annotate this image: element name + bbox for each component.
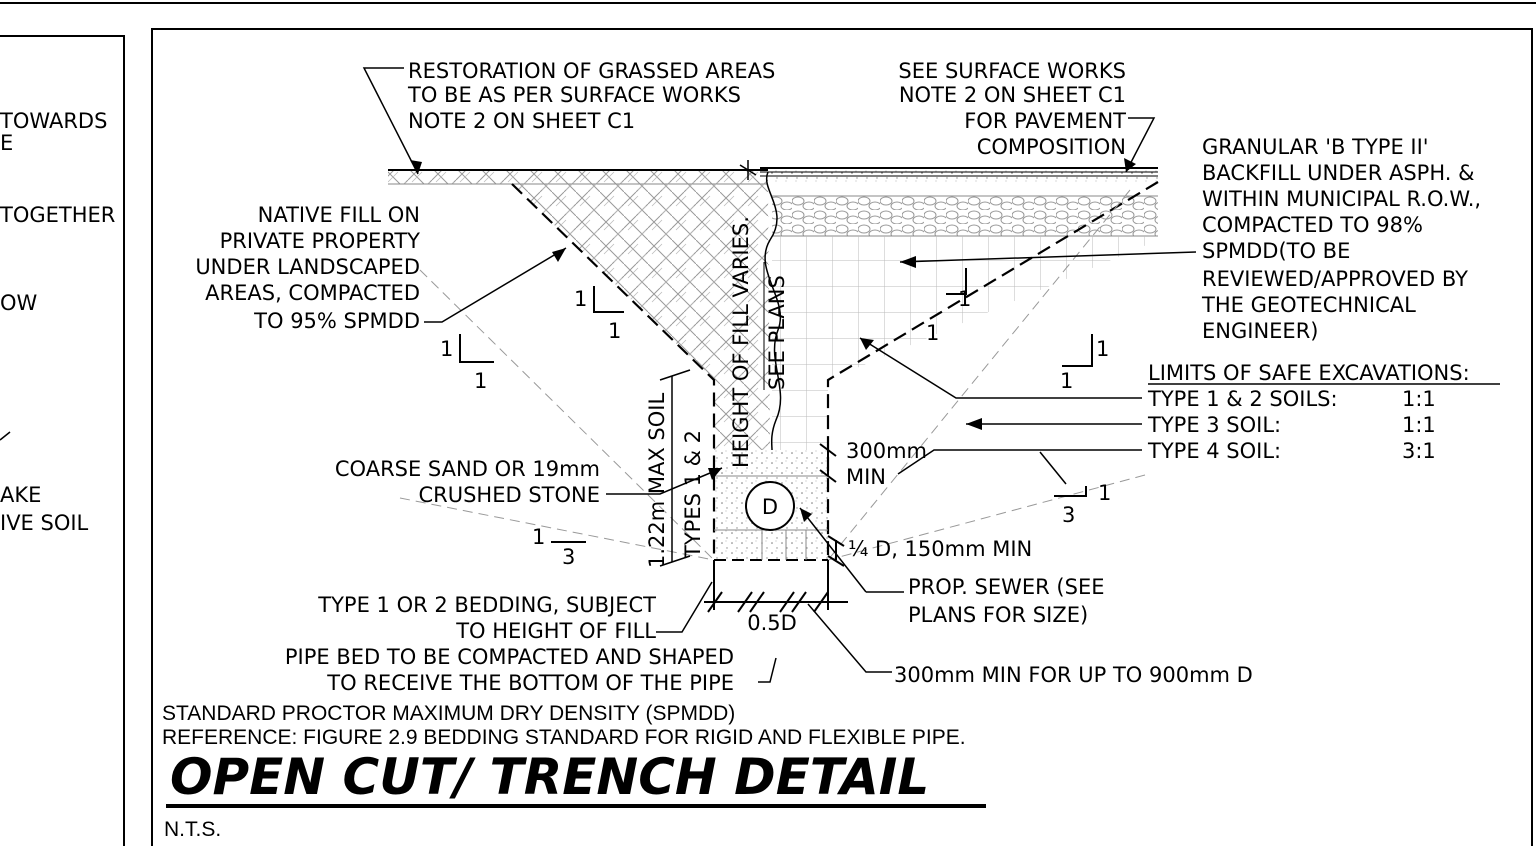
min-300-dimension	[819, 443, 845, 567]
granular-backfill-area	[772, 236, 1158, 450]
spmdd-note: STANDARD PROCTOR MAXIMUM DRY DENSITY (SP…	[162, 702, 735, 725]
svg-text:WITHIN MUNICIPAL R.O.W.,: WITHIN MUNICIPAL R.O.W.,	[1202, 187, 1481, 211]
leader-arrowheads	[410, 158, 1136, 522]
svg-text:PIPE BED TO BE COMPACTED AND S: PIPE BED TO BE COMPACTED AND SHAPED	[285, 645, 734, 669]
max-soil-label: 1.22m MAX SOIL	[645, 393, 669, 568]
reference-note: REFERENCE: FIGURE 2.9 BEDDING STANDARD F…	[162, 726, 966, 749]
left-panel-border	[0, 35, 125, 846]
half-d-dimension	[704, 560, 848, 613]
slope-one-a: 1	[574, 287, 587, 311]
svg-text:NOTE 2 ON SHEET C1: NOTE 2 ON SHEET C1	[408, 109, 635, 133]
left-fragment-1: TOWARDS	[0, 109, 107, 133]
slope-three-b: 3	[1062, 503, 1075, 527]
svg-text:PRIVATE PROPERTY: PRIVATE PROPERTY	[220, 229, 421, 253]
left-fragment-3: TOGETHER	[0, 203, 115, 227]
slope-guides	[399, 189, 1146, 561]
limits-row-3-label: TYPE 4 SOIL:	[1147, 439, 1281, 463]
svg-text:PROP. SEWER (SEE: PROP. SEWER (SEE	[908, 575, 1105, 599]
min-900-note: 300mm MIN FOR UP TO 900mm D	[894, 663, 1253, 687]
svg-text:COARSE SAND OR 19mm: COARSE SAND OR 19mm	[335, 457, 600, 481]
svg-text:AREAS, COMPACTED: AREAS, COMPACTED	[205, 281, 420, 305]
limits-table: LIMITS OF SAFE EXCAVATIONS: TYPE 1 & 2 S…	[1147, 361, 1500, 463]
svg-text:NOTE 2 ON SHEET C1: NOTE 2 ON SHEET C1	[899, 83, 1126, 107]
svg-text:ENGINEER): ENGINEER)	[1202, 319, 1318, 343]
svg-text:FOR PAVEMENT: FOR PAVEMENT	[964, 109, 1126, 133]
restoration-note: RESTORATION OF GRASSED AREAS TO BE AS PE…	[407, 59, 775, 133]
main-panel-border	[151, 28, 1533, 846]
height-of-fill-label: HEIGHT OF FILL VARIES.	[729, 216, 753, 468]
min-300-note: 300mm MIN	[846, 439, 927, 489]
svg-text:PLANS FOR SIZE): PLANS FOR SIZE)	[908, 603, 1088, 627]
slope-one-c: 1	[440, 337, 453, 361]
svg-text:GRANULAR 'B TYPE II': GRANULAR 'B TYPE II'	[1202, 135, 1429, 159]
coarse-sand-note: COARSE SAND OR 19mm CRUSHED STONE	[335, 457, 600, 507]
surface-works-note: SEE SURFACE WORKS NOTE 2 ON SHEET C1 FOR…	[898, 59, 1126, 159]
svg-text:MIN: MIN	[846, 465, 886, 489]
svg-text:300mm: 300mm	[846, 439, 927, 463]
slope-marks	[459, 268, 1093, 543]
slope-one-g: 1	[1060, 369, 1073, 393]
left-fragment-2: E	[0, 131, 13, 155]
svg-text:CRUSHED STONE: CRUSHED STONE	[418, 483, 600, 507]
pavement-asphalt	[768, 168, 1158, 182]
svg-text:COMPOSITION: COMPOSITION	[977, 135, 1126, 159]
max-soil-dimension	[659, 369, 691, 567]
svg-text:NATIVE FILL ON: NATIVE FILL ON	[258, 203, 420, 227]
slope-one-h: 1	[1096, 337, 1109, 361]
limits-row-2-label: TYPE 3 SOIL:	[1147, 413, 1281, 437]
quarter-d-note: ¼ D, 150mm MIN	[848, 537, 1032, 561]
slope-one-e: 1	[926, 321, 939, 345]
limits-row-1-value: 1:1	[1402, 387, 1436, 411]
scale-note: N.T.S.	[164, 818, 221, 841]
leader-lines	[362, 67, 1197, 683]
prop-sewer-note: PROP. SEWER (SEE PLANS FOR SIZE)	[908, 575, 1105, 627]
pavement-granular-a	[772, 196, 1158, 236]
svg-text:REVIEWED/APPROVED BY: REVIEWED/APPROVED BY	[1202, 267, 1468, 291]
trench-walls	[511, 181, 1159, 560]
svg-text:BACKFILL UNDER ASPH. &: BACKFILL UNDER ASPH. &	[1202, 161, 1474, 185]
limits-row-1-label: TYPE 1 & 2 SOILS:	[1147, 387, 1338, 411]
svg-text:COMPACTED TO 98%: COMPACTED TO 98%	[1202, 213, 1423, 237]
types-label: TYPES 1 & 2	[681, 430, 705, 559]
svg-text:UNDER LANDSCAPED: UNDER LANDSCAPED	[195, 255, 420, 279]
slope-one-j: 1	[1098, 481, 1111, 505]
see-plans-label: SEE PLANS	[765, 275, 789, 390]
slope-labels: 1 1 1 1 1 1 1 1 1 3 1 3	[440, 287, 1111, 569]
pipe-label: D	[762, 495, 778, 519]
left-fragment-arrow	[0, 431, 11, 441]
svg-text:TYPE 1 OR 2 BEDDING, SUBJECT: TYPE 1 OR 2 BEDDING, SUBJECT	[317, 593, 656, 617]
svg-text:SPMDD(TO BE: SPMDD(TO BE	[1202, 239, 1350, 263]
svg-text:THE GEOTECHNICAL: THE GEOTECHNICAL	[1201, 293, 1416, 317]
pipe-bed-note: PIPE BED TO BE COMPACTED AND SHAPED TO R…	[285, 645, 734, 695]
limits-row-2-value: 1:1	[1402, 413, 1436, 437]
svg-text:TO BE AS PER SURFACE WORKS: TO BE AS PER SURFACE WORKS	[407, 83, 741, 107]
native-fill-note: NATIVE FILL ON PRIVATE PROPERTY UNDER LA…	[195, 203, 420, 333]
svg-text:TO 95% SPMDD: TO 95% SPMDD	[253, 309, 420, 333]
drawing-title: OPEN CUT/ TRENCH DETAIL	[170, 748, 929, 806]
svg-text:SEE SURFACE WORKS: SEE SURFACE WORKS	[898, 59, 1126, 83]
limits-heading: LIMITS OF SAFE EXCAVATIONS:	[1148, 361, 1470, 385]
granular-backfill-note: GRANULAR 'B TYPE II' BACKFILL UNDER ASPH…	[1201, 135, 1481, 343]
bedding-note: TYPE 1 OR 2 BEDDING, SUBJECT TO HEIGHT O…	[317, 593, 656, 643]
slope-one-d: 1	[474, 369, 487, 393]
slope-three-a: 3	[562, 545, 575, 569]
slope-one-b: 1	[608, 319, 621, 343]
left-fragment-6: IVE SOIL	[0, 511, 89, 535]
left-fragment-4: OW	[0, 291, 38, 315]
sewer-pipe	[745, 481, 795, 531]
left-fragment-5: AKE	[0, 483, 41, 507]
slope-one-f: 1	[958, 287, 971, 311]
half-d-label: 0.5D	[747, 611, 797, 635]
fill-boundary-line	[764, 171, 782, 451]
svg-text:TO HEIGHT OF FILL: TO HEIGHT OF FILL	[455, 619, 656, 643]
slope-one-i: 1	[532, 525, 545, 549]
svg-text:TO RECEIVE THE BOTTOM OF THE P: TO RECEIVE THE BOTTOM OF THE PIPE	[326, 671, 734, 695]
limits-row-3-value: 3:1	[1402, 439, 1436, 463]
left-panel-fragments: TOWARDS E TOGETHER OW AKE IVE SOIL	[0, 109, 115, 535]
svg-text:RESTORATION OF GRASSED AREAS: RESTORATION OF GRASSED AREAS	[408, 59, 775, 83]
native-fill-area	[512, 184, 770, 450]
